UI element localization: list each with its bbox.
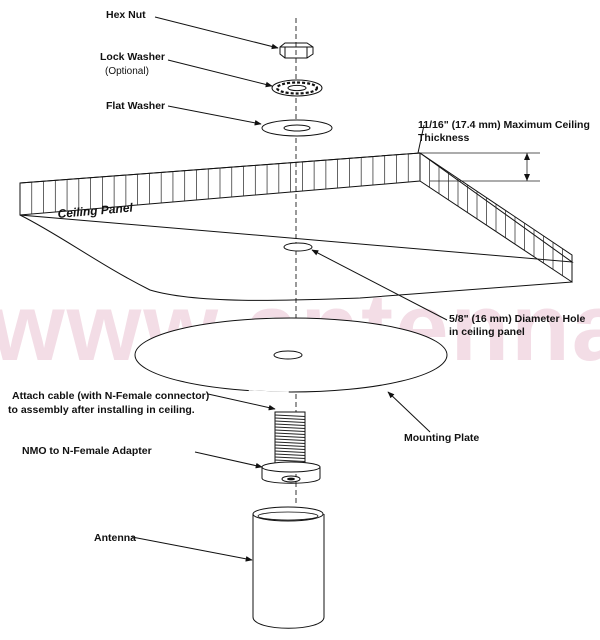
- rib-line: [274, 456, 306, 459]
- ceiling-thickness-label-1: 11/16" (17.4 mm) Maximum Ceiling: [418, 119, 590, 131]
- hole-label-1: 5/8" (16 mm) Diameter Hole: [449, 313, 585, 325]
- flat-washer-leader: [167, 105, 262, 126]
- antenna-part: [252, 506, 325, 629]
- antenna-label: Antenna: [94, 532, 136, 544]
- ceiling-thickness-label-2: Thickness: [418, 132, 470, 144]
- rib-line: [274, 438, 306, 441]
- lock-washer-label: Lock Washer: [100, 51, 165, 63]
- rib-line: [274, 420, 306, 423]
- rib-line: [274, 432, 306, 435]
- hex-nut-leader: [154, 16, 279, 50]
- mounting-plate-part: [131, 315, 451, 395]
- ceiling-panel-label: Ceiling Panel: [57, 200, 134, 221]
- mounting-plate-label: Mounting Plate: [404, 432, 479, 444]
- hole-label-2: in ceiling panel: [449, 326, 525, 338]
- hex-nut-part: [279, 42, 314, 59]
- attach-cable-label-1: Attach cable (with N-Female connector): [12, 390, 209, 402]
- rib-line: [274, 453, 306, 456]
- rib-line: [274, 447, 306, 450]
- adapter-label: NMO to N-Female Adapter: [22, 445, 152, 457]
- rib-line: [274, 417, 306, 420]
- attach-cable-leader: [207, 393, 276, 411]
- rib-line: [274, 459, 306, 462]
- rib-line: [274, 414, 306, 417]
- flat-washer-part: [261, 119, 333, 137]
- adapter-part: [261, 411, 321, 484]
- attach-cable-label-2: to assembly after installing in ceiling.: [8, 404, 195, 416]
- lock-washer-leader: [167, 59, 273, 88]
- hole-leader: [311, 249, 448, 321]
- antenna-leader: [131, 536, 253, 562]
- rib-line: [274, 429, 306, 432]
- lock-washer-note: (Optional): [105, 66, 149, 77]
- rib-line: [274, 435, 306, 438]
- rib-line: [274, 450, 306, 453]
- rib-line: [274, 423, 306, 426]
- ceiling-panel-part: [19, 152, 574, 301]
- flat-washer-label: Flat Washer: [106, 100, 165, 112]
- rib-line: [274, 444, 306, 447]
- lock-washer-part: [271, 79, 323, 97]
- mounting-plate-leader: [387, 391, 431, 433]
- hex-nut-label: Hex Nut: [106, 9, 146, 21]
- rib-line: [274, 426, 306, 429]
- adapter-leader: [194, 451, 263, 469]
- rib-line: [274, 441, 306, 444]
- ceiling-thickness-leader: [417, 124, 425, 154]
